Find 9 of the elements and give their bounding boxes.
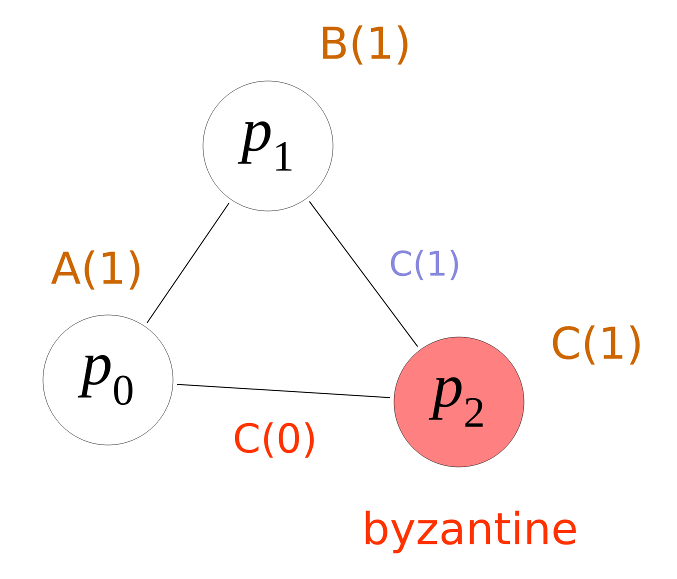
node-annotation: A(1) <box>51 250 140 290</box>
node-annotation: C(1) <box>552 325 640 365</box>
node-annotation: B(1) <box>323 25 408 65</box>
connector-line <box>176 384 390 398</box>
connector-line <box>146 202 230 324</box>
edge-label: C(0) <box>232 421 318 459</box>
edge-label: C(1) <box>388 248 462 282</box>
connector-line <box>308 200 418 348</box>
node-annotation: byzantine <box>366 510 576 554</box>
